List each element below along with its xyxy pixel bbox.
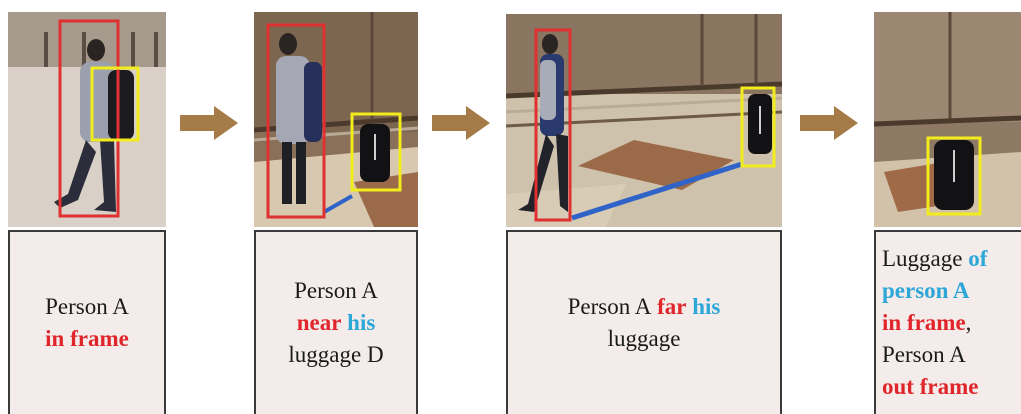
caption-text: , xyxy=(965,310,972,335)
caption-highlight-blue: his xyxy=(692,294,721,319)
frame-4-luggage-box xyxy=(926,136,982,216)
caption-line: luggage xyxy=(608,323,681,355)
panel-2-caption: Person A near his luggage D xyxy=(254,230,418,414)
caption-line: near his xyxy=(297,307,376,339)
caption-text: Person A xyxy=(567,294,652,319)
right-arrow-icon xyxy=(432,106,490,140)
caption-line: person A xyxy=(882,275,970,307)
caption-line: Person A xyxy=(294,275,378,307)
right-arrow-icon xyxy=(180,106,238,140)
caption-line: Luggage of xyxy=(882,243,987,275)
caption-line: luggage D xyxy=(288,339,383,371)
caption-highlight-blue: person A xyxy=(882,278,970,303)
caption-text: Luggage xyxy=(882,246,963,271)
caption-highlight-red: in frame xyxy=(45,326,129,351)
frame-2-image xyxy=(254,12,418,227)
frame-3-distance-line xyxy=(571,161,743,221)
panel-3-caption: Person A far his luggage xyxy=(506,230,782,414)
caption-text: Person A xyxy=(882,342,966,367)
caption-highlight-blue: his xyxy=(347,310,376,335)
caption-line: out frame xyxy=(882,371,978,403)
caption-text: Person A xyxy=(45,294,129,319)
panel-1-caption: Person A in frame xyxy=(8,230,166,414)
caption-text: Person A xyxy=(294,278,378,303)
frame-1-luggage-box xyxy=(90,66,140,142)
caption-highlight-red: in frame xyxy=(882,310,966,335)
caption-highlight-red: out frame xyxy=(882,374,979,399)
caption-line: in frame, xyxy=(882,307,971,339)
caption-highlight-red: far xyxy=(657,294,687,319)
caption-line: Person A xyxy=(45,291,129,323)
panel-4-caption: Luggage of person A in frame, Person A o… xyxy=(874,230,1021,414)
caption-line: Person A far his xyxy=(568,291,721,323)
caption-highlight-blue: of xyxy=(968,246,988,271)
caption-text: luggage xyxy=(607,326,681,351)
frame-2-distance-line xyxy=(323,194,353,214)
caption-text: luggage D xyxy=(288,342,384,367)
caption-line: Person A xyxy=(882,339,966,371)
frame-3-image xyxy=(506,14,782,227)
frame-2-person-box xyxy=(266,23,326,219)
frame-3-luggage-box xyxy=(740,86,776,168)
frame-1-person-box xyxy=(58,19,120,218)
right-arrow-icon xyxy=(800,106,858,140)
frame-2-luggage-box xyxy=(350,112,402,192)
frame-1-image xyxy=(8,12,166,227)
caption-highlight-red: near xyxy=(296,310,342,335)
frame-4-image xyxy=(874,12,1021,227)
caption-line: in frame xyxy=(45,323,129,355)
frame-3-person-box xyxy=(534,28,572,222)
